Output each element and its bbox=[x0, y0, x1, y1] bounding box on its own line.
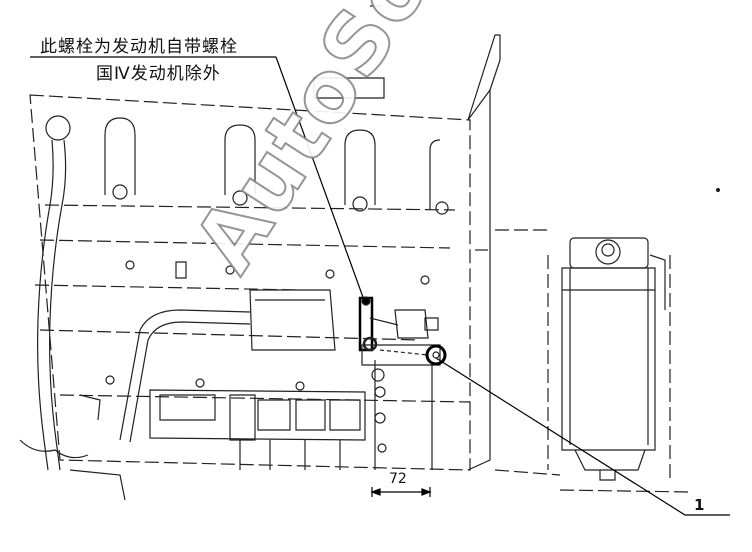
left-pipe bbox=[37, 115, 71, 471]
top-cover-tab bbox=[313, 77, 385, 99]
fuel-pump bbox=[149, 289, 366, 470]
note-line-2: 国Ⅳ发动机除外 bbox=[96, 64, 221, 84]
note-leader bbox=[30, 56, 365, 301]
cylinder-head-bays bbox=[104, 117, 449, 215]
mid-pipe bbox=[119, 309, 251, 443]
lower-left-parts bbox=[19, 394, 126, 501]
sensor-assembly bbox=[358, 296, 447, 470]
stray-marks bbox=[370, 5, 721, 193]
mounting-bracket bbox=[467, 34, 501, 471]
frame-lines bbox=[494, 229, 691, 493]
dimension-line bbox=[370, 487, 432, 497]
callout-number: 1 bbox=[694, 496, 705, 514]
dimension-label: 72 bbox=[389, 471, 407, 487]
note-line-1: 此螺栓为发动机自带螺栓 bbox=[40, 37, 238, 57]
callout-leader bbox=[435, 357, 730, 516]
filter-housing bbox=[547, 237, 671, 481]
block-bolts bbox=[105, 260, 430, 453]
